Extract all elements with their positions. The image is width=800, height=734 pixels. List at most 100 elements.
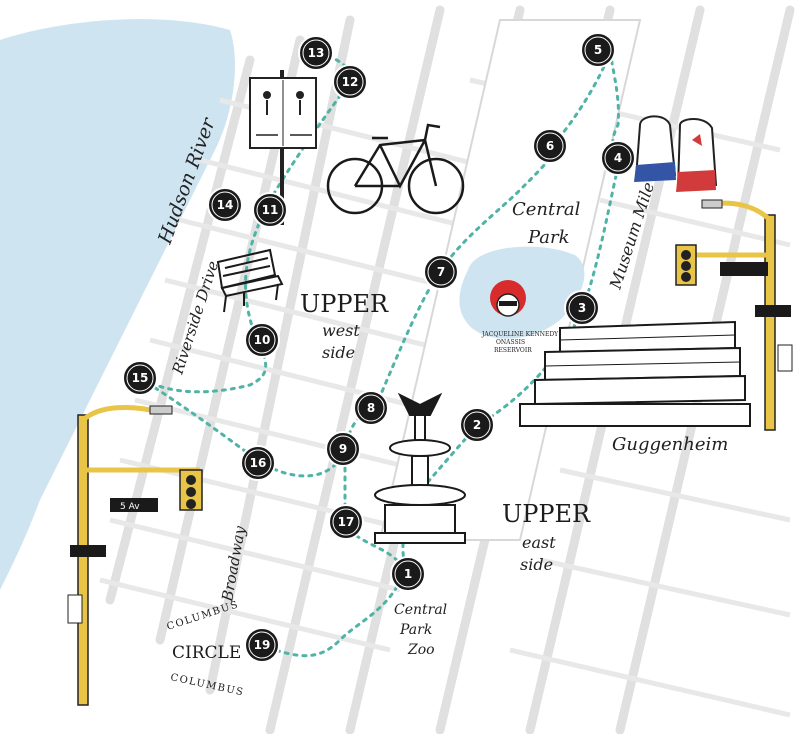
stop-marker-ring (536, 132, 564, 160)
cross-streets (99, 77, 791, 718)
stop-marker-16[interactable]: 16 (240, 445, 276, 481)
fountain-icon (374, 392, 466, 544)
stop-marker-circle (240, 445, 276, 481)
stop-marker-12[interactable]: 12 (332, 64, 368, 100)
columbus-arc-bottom: COLUMBUS (169, 672, 245, 698)
stop-marker-number: 15 (132, 371, 149, 385)
stop-marker-number: 5 (594, 43, 602, 57)
stop-marker-11[interactable]: 11 (252, 192, 288, 228)
broadway-label: Broadway (218, 524, 249, 603)
stop-marker-ring (248, 326, 276, 354)
stop-marker-ring (584, 36, 612, 64)
stop-marker-number: 11 (262, 203, 279, 217)
stop-marker-circle (332, 64, 368, 100)
stop-marker-15[interactable]: 15 (122, 360, 158, 396)
stop-marker-number: 19 (254, 638, 271, 652)
upper-west-label-3: side (322, 343, 355, 362)
upper-west-label-1: UPPER (300, 290, 389, 318)
jackie-plaque-1: JACQUELINE KENNEDY (481, 331, 559, 338)
stop-marker-8[interactable]: 8 (353, 390, 389, 426)
stop-marker-circle (390, 556, 426, 592)
stop-marker-4[interactable]: 4 (600, 140, 636, 176)
stop-marker-number: 13 (308, 46, 325, 60)
stop-marker-ring (126, 364, 154, 392)
stop-marker-number: 14 (217, 198, 234, 212)
zoo-label-2: Park (399, 622, 432, 638)
stop-marker-circle (423, 254, 459, 290)
stop-marker-6[interactable]: 6 (532, 128, 568, 164)
stop-marker-circle (122, 360, 158, 396)
stop-marker-circle (600, 140, 636, 176)
stop-marker-ring (568, 294, 596, 322)
bench-icon (216, 248, 284, 313)
traffic-light-icon: 5 Av (67, 404, 203, 706)
stop-marker-3[interactable]: 3 (564, 290, 600, 326)
stop-marker-circle (580, 32, 616, 68)
traffic-light-icon (675, 199, 793, 431)
stop-marker-circle (252, 192, 288, 228)
stop-marker-ring (211, 191, 239, 219)
stop-marker-circle (298, 35, 334, 71)
central-park-label-1: Central (512, 199, 581, 220)
stop-marker-2[interactable]: 2 (459, 407, 495, 443)
stop-marker-13[interactable]: 13 (298, 35, 334, 71)
stop-marker-ring (463, 411, 491, 439)
stop-marker-10[interactable]: 10 (244, 322, 280, 358)
upper-east-label-1: UPPER (502, 500, 591, 528)
portrait-icon (490, 280, 526, 317)
stop-marker-number: 8 (367, 401, 375, 415)
stop-marker-circle (244, 322, 280, 358)
stop-marker-ring (256, 196, 284, 224)
stop-marker-7[interactable]: 7 (423, 254, 459, 290)
stop-marker-17[interactable]: 17 (328, 504, 364, 540)
stop-marker-number: 4 (614, 151, 622, 165)
stop-marker-ring (302, 39, 330, 67)
stop-marker-9[interactable]: 9 (325, 431, 361, 467)
stop-marker-circle (244, 627, 280, 663)
stop-marker-ring (336, 68, 364, 96)
stop-marker-circle (325, 431, 361, 467)
stop-marker-number: 16 (250, 456, 267, 470)
stop-marker-19[interactable]: 19 (244, 627, 280, 663)
upper-west-label-2: west (322, 321, 360, 340)
stop-marker-number: 12 (342, 75, 359, 89)
stop-marker-circle (459, 407, 495, 443)
stop-marker-ring (329, 435, 357, 463)
stop-marker-number: 2 (473, 418, 481, 432)
stop-marker-circle (564, 290, 600, 326)
jackie-plaque-2: ONASSIS (496, 339, 525, 346)
stop-marker-1[interactable]: 1 (390, 556, 426, 592)
hudson-river (0, 19, 235, 590)
stop-marker-ring (332, 508, 360, 536)
stop-marker-circle (328, 504, 364, 540)
central-park-label-2: Park (527, 227, 570, 248)
stop-marker-number: 17 (338, 515, 355, 529)
stop-marker-circle (532, 128, 568, 164)
zoo-label-1: Central (394, 602, 447, 618)
stop-marker-number: 3 (578, 301, 586, 315)
stop-marker-5[interactable]: 5 (580, 32, 616, 68)
stop-marker-number: 7 (437, 265, 445, 279)
stop-marker-number: 10 (254, 333, 271, 347)
museum-icon (519, 320, 751, 427)
stop-marker-ring (357, 394, 385, 422)
jackie-plaque-3: RESERVOIR (494, 347, 532, 354)
stop-marker-ring (394, 560, 422, 588)
stop-marker-ring (244, 449, 272, 477)
stop-marker-number: 6 (546, 139, 554, 153)
upper-east-label-2: east (522, 533, 556, 552)
stop-marker-14[interactable]: 14 (207, 187, 243, 223)
street-sign-label: 5 Av (120, 502, 140, 512)
stop-marker-ring (427, 258, 455, 286)
stop-marker-circle (207, 187, 243, 223)
bicycle-icon (326, 123, 465, 215)
sneakers-icon (634, 115, 718, 192)
stop-marker-number: 9 (339, 442, 347, 456)
upper-east-label-3: side (520, 555, 553, 574)
stop-marker-number: 1 (404, 567, 412, 581)
stop-marker-ring (604, 144, 632, 172)
guggenheim-label: Guggenheim (612, 434, 728, 455)
